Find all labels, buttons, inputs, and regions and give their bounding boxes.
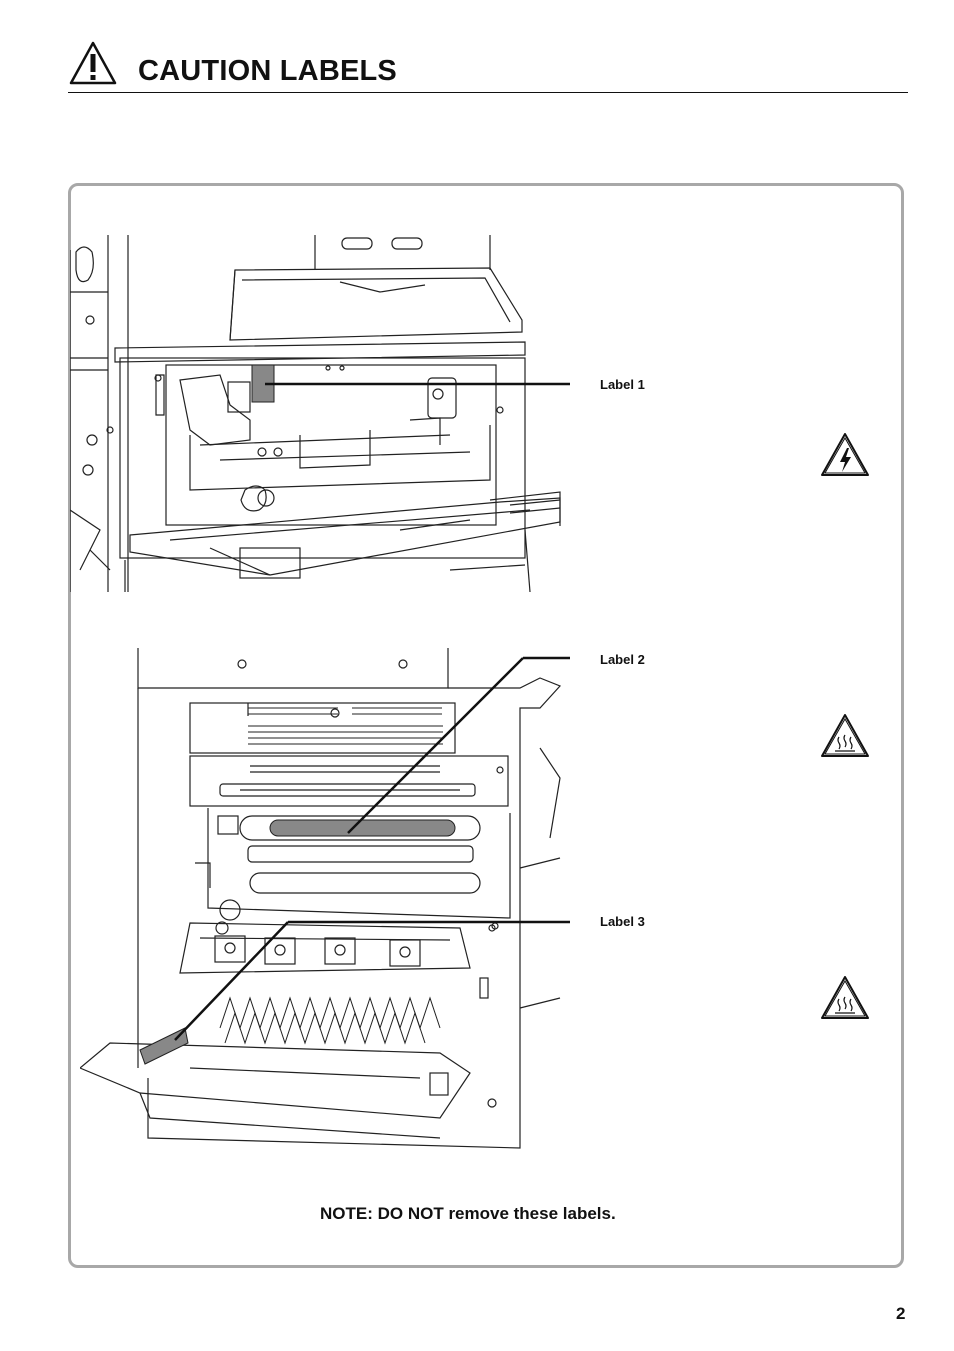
hot-surface-warning-icon [821,976,869,1019]
label-3-text: Label 3 [600,914,645,929]
page-title: CAUTION LABELS [138,55,397,87]
label-1-text: Label 1 [600,377,645,392]
hot-surface-warning-icon [821,714,869,757]
page-number: 2 [896,1304,906,1323]
note-text: NOTE: DO NOT remove these labels. [320,1204,616,1223]
labels-panel [68,183,904,1268]
high-voltage-warning-icon [821,433,869,476]
label-2-text: Label 2 [600,652,645,667]
warning-exclamation-icon [69,41,117,85]
machine-front-illustration [70,235,570,592]
page-header: CAUTION LABELS [68,38,908,93]
fuser-unit-illustration [80,648,570,1149]
